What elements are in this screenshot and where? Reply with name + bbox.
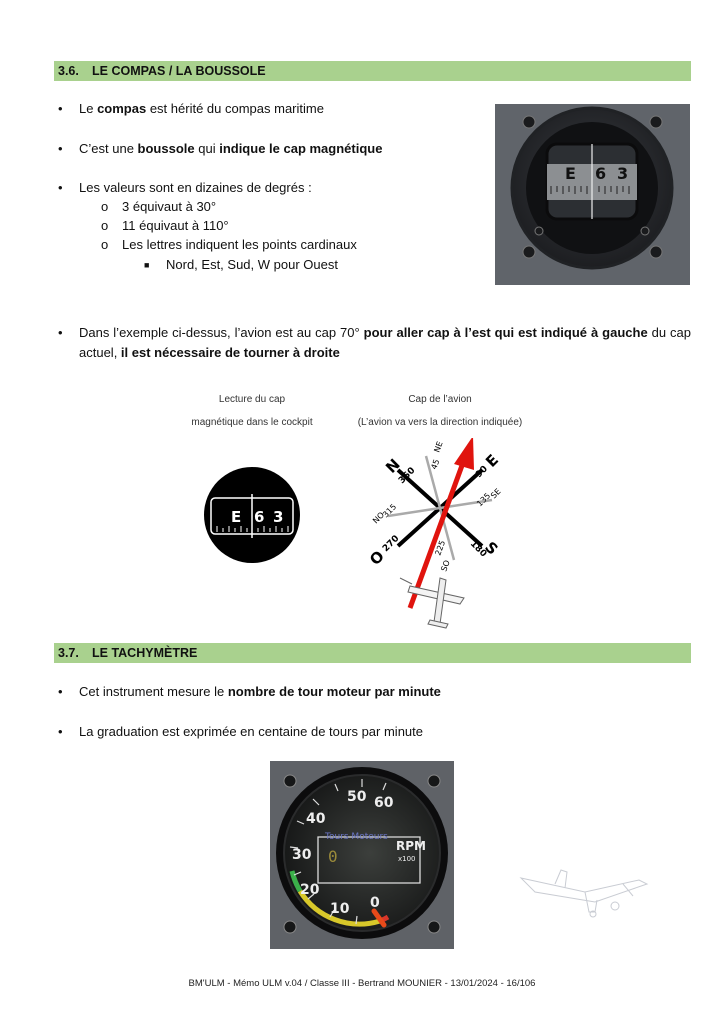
- text: C’est une: [79, 141, 138, 156]
- bullet-compas: • Le compas est hérité du compas maritim…: [58, 101, 324, 116]
- rose-SO: SO: [439, 559, 451, 573]
- bold-text: indique le cap magnétique: [219, 141, 383, 156]
- tachometer-instrument: 50 60 40 30 20 10 0 Tours Moteurs RPM x1…: [270, 761, 454, 949]
- bold-text: boussole: [137, 141, 195, 156]
- tach-label: Tours Moteurs: [324, 832, 388, 842]
- airplane-watermark: [519, 869, 649, 918]
- text: 3 équivaut à 30°: [122, 199, 217, 214]
- bullet-graduation: • La graduation est exprimée en centaine…: [58, 724, 423, 739]
- page-footer: BM'ULM - Mémo ULM v.04 / Classe III - Be…: [188, 978, 536, 989]
- bold-text: compas: [97, 101, 147, 116]
- tach-tick-10: 10: [330, 901, 350, 917]
- bullet-boussole: • C’est une boussole qui indique le cap …: [58, 141, 383, 156]
- tachometer-photo: 50 60 40 30 20 10 0 Tours Moteurs RPM x1…: [270, 761, 454, 949]
- section-number: 3.7.: [58, 646, 79, 660]
- cockpit-compass-dial: E 6 3: [204, 467, 300, 563]
- compass-photo: E 6 3: [495, 104, 690, 285]
- text: Dans l’exemple ci-dessus, l’avion est au…: [79, 325, 364, 340]
- section-number: 3.6.: [58, 64, 79, 78]
- bold-text: nombre de tour moteur par minute: [227, 684, 441, 699]
- rose-45: 45: [429, 458, 441, 471]
- caption-right: Cap de l’avion (L’avion va vers la direc…: [340, 388, 540, 434]
- paragraph-explanation: • Dans l’exemple ci-dessus, l’avion est …: [58, 325, 691, 360]
- dial-letter: E: [231, 508, 241, 526]
- text: qui: [194, 141, 220, 156]
- compass-rose: N 360 45 NE 90 E 135 SE 180 S 225 SO 270…: [366, 438, 503, 629]
- text: est hérité du compas maritime: [146, 101, 324, 116]
- text: Les valeurs sont en dizaines de degrés :: [79, 180, 312, 195]
- section-heading-compass: 3.6. LE COMPAS / LA BOUSSOLE: [54, 61, 691, 81]
- section-title: LE COMPAS / LA BOUSSOLE: [92, 64, 266, 78]
- bold-text: il est nécessaire de tourner à droite: [120, 345, 340, 360]
- rose-90: 90: [474, 464, 490, 480]
- tach-tick-40: 40: [306, 811, 326, 827]
- caption-line: (L’avion va vers la direction indiquée): [357, 417, 523, 428]
- bullet-instrument: • Cet instrument mesure le nombre de tou…: [58, 684, 441, 699]
- text: Le: [79, 101, 98, 116]
- text: 11 équivaut à 110°: [122, 218, 229, 233]
- tach-multiplier: x100: [398, 855, 416, 863]
- tach-tick-0: 0: [370, 895, 380, 911]
- text: Les lettres indiquent les points cardina…: [122, 237, 357, 252]
- caption-left: Lecture du cap magnétique dans le cockpi…: [172, 388, 332, 434]
- bold-text: pour aller cap à l’est qui est indiqué à…: [363, 325, 648, 340]
- rose-NE: NE: [432, 440, 444, 453]
- section-heading-tachometer: 3.7. LE TACHYMÈTRE: [54, 643, 691, 663]
- card-digit: 3: [617, 164, 628, 183]
- caption-line: magnétique dans le cockpit: [191, 417, 313, 428]
- tach-counter: 0: [328, 847, 338, 866]
- caption-line: Lecture du cap: [218, 394, 286, 405]
- dial-digit: 6: [254, 508, 264, 526]
- tach-tick-50: 50: [347, 789, 367, 805]
- text: Cet instrument mesure le: [79, 684, 228, 699]
- card-digit: 6: [595, 164, 606, 183]
- text: Nord, Est, Sud, W pour Ouest: [166, 257, 338, 272]
- sub-sub-item: ■Nord, Est, Sud, W pour Ouest: [144, 257, 338, 272]
- section-title: LE TACHYMÈTRE: [92, 646, 198, 660]
- text: La graduation est exprimée en centaine d…: [79, 724, 423, 739]
- compass-instrument: E 6 3: [495, 104, 690, 285]
- dial-digit: 3: [273, 508, 283, 526]
- caption-line: Cap de l’avion: [408, 394, 472, 405]
- tach-unit: RPM: [396, 839, 426, 853]
- card-letter: E: [565, 164, 576, 183]
- bullet-valeurs: • Les valeurs sont en dizaines de degrés…: [58, 180, 312, 195]
- text: du cap actuel,: [79, 325, 691, 360]
- tach-tick-20: 20: [300, 882, 320, 898]
- tach-tick-60: 60: [374, 795, 394, 811]
- tach-tick-30: 30: [292, 847, 312, 863]
- airplane-sketch: [399, 577, 465, 629]
